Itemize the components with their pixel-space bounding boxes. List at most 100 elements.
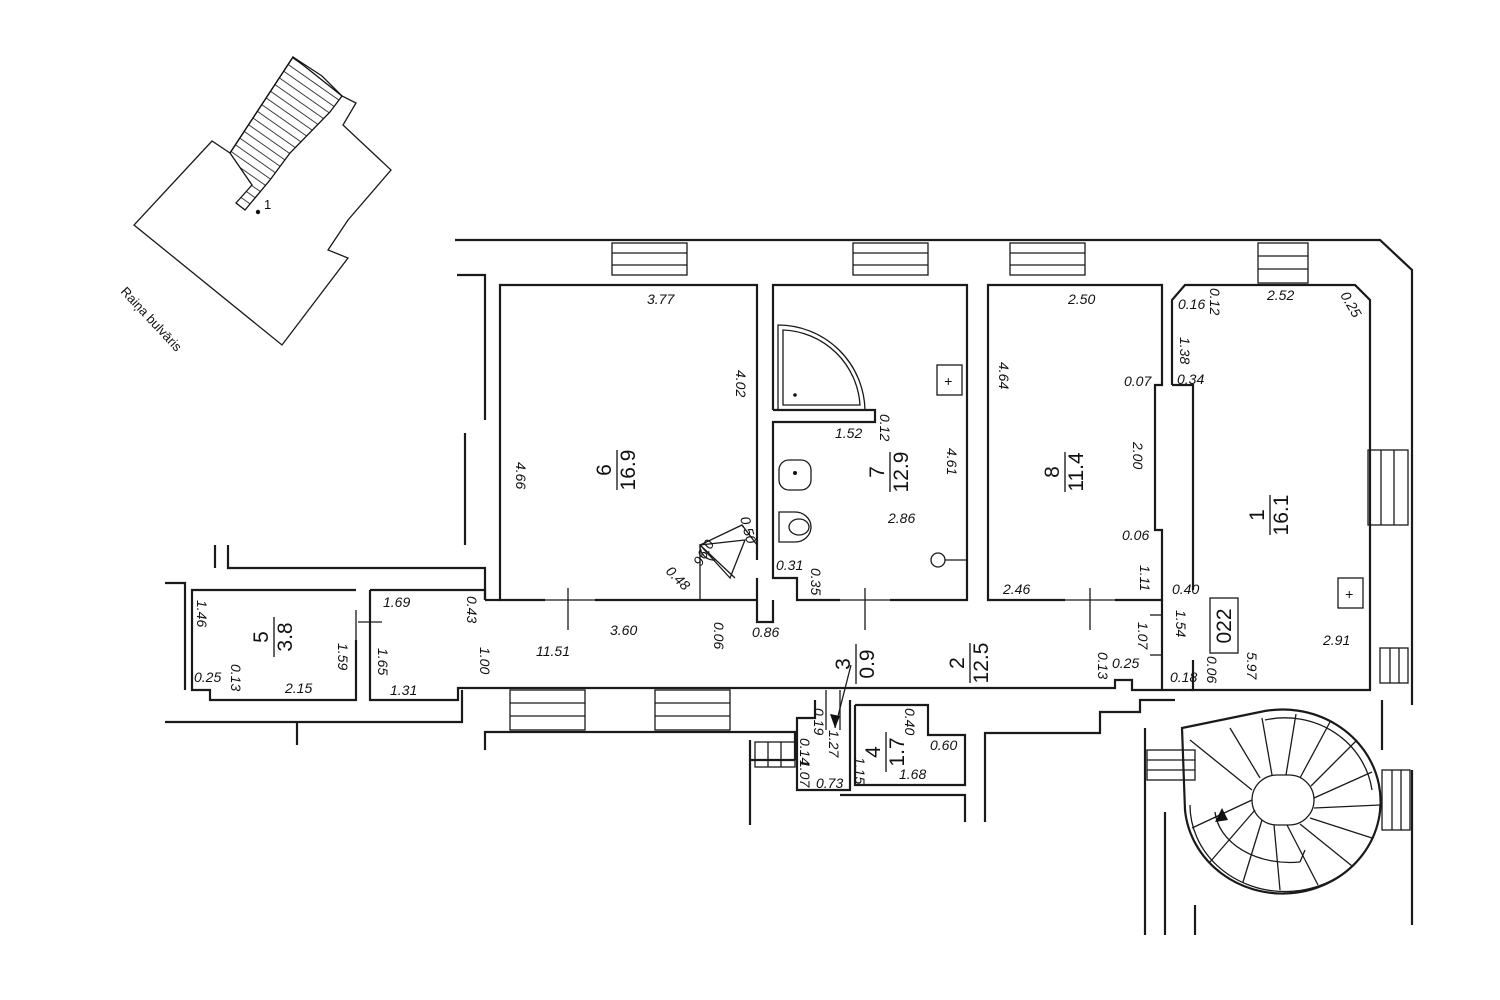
dim-label: 0.07: [1124, 373, 1152, 389]
dim-label: 0.86: [752, 624, 779, 640]
unit-label: 022: [1213, 608, 1236, 643]
washbasin: [778, 459, 812, 491]
spiral-staircase: [1180, 708, 1382, 895]
dim-label: 2.86: [887, 510, 915, 526]
dim-label: 0.12: [1207, 288, 1223, 315]
dim-label: 2.00: [1130, 441, 1146, 469]
window: [852, 242, 929, 276]
dim-label: 0.40: [1172, 581, 1199, 597]
site-marker-label: 1: [264, 197, 271, 212]
window: [1367, 449, 1409, 526]
dim-label: 96.0: [690, 537, 718, 569]
room-6-number: 6: [593, 464, 616, 476]
room-5-number: 5: [250, 631, 273, 643]
window: [509, 689, 586, 731]
dim-label: 4.66: [513, 462, 529, 489]
dim-label: 2.46: [1002, 581, 1030, 597]
window: [1146, 749, 1196, 781]
window: [1379, 647, 1409, 684]
dimensions: 3.77 4.02 4.66 96.0 0.50 0.48 1.52 0.12 …: [194, 287, 1365, 791]
dim-label: 0.50: [737, 515, 760, 546]
dim-label: 3.60: [610, 622, 637, 638]
dim-label: 0.06: [1122, 527, 1149, 543]
svg-text:+: +: [944, 373, 952, 389]
dim-label: 0.13: [1095, 652, 1111, 679]
room-8: [986, 283, 1164, 630]
room-4: [853, 703, 967, 787]
dim-label: 1.27: [826, 730, 842, 758]
room-6-area: 16.9: [617, 450, 640, 491]
dim-label: 1.07: [797, 760, 813, 788]
dim-label: 2.52: [1266, 287, 1294, 303]
sink: [1337, 577, 1364, 609]
room-5: [190, 588, 358, 702]
dim-label: 1.07: [1135, 622, 1151, 650]
room-4-area: 1.7: [886, 737, 909, 766]
dim-label: 1.15: [852, 757, 868, 784]
unit-label-box: [1209, 597, 1239, 654]
svg-text:+: +: [1345, 586, 1353, 602]
room-7: +: [771, 283, 969, 630]
dim-label: 11.51: [536, 643, 570, 659]
room-1-number: 1: [1246, 509, 1269, 521]
dim-label: 0.25: [1337, 289, 1365, 321]
dim-label: 0.19: [811, 708, 827, 735]
dim-label: 1.68: [899, 766, 926, 782]
dim-label: 4.61: [944, 448, 960, 475]
dim-label: 0.40: [902, 708, 918, 735]
dim-label: 1.52: [835, 425, 862, 441]
dim-label: 0.25: [1112, 655, 1139, 671]
dim-label: 1.59: [335, 643, 351, 670]
dim-label: 0.48: [663, 563, 694, 594]
room-3-area: 0.9: [856, 649, 879, 678]
room-2-number: 2: [946, 657, 969, 669]
dim-label: 0.16: [1178, 296, 1205, 312]
site-plan: 1 Raiņa bulvāris: [118, 56, 392, 355]
toilet: [778, 511, 812, 543]
dim-label: 1.46: [194, 600, 210, 627]
stair-well: [1251, 774, 1315, 826]
window: [611, 242, 688, 276]
site-marker-dot: [255, 209, 261, 215]
dim-label: 0.12: [877, 414, 893, 441]
dim-label: 1.65: [375, 648, 391, 675]
dim-label: 1.38: [1177, 337, 1193, 364]
dim-label: 1.11: [1137, 565, 1153, 591]
street-label: Raiņa bulvāris: [118, 284, 185, 355]
room-6: [498, 283, 759, 630]
dim-label: 0.43: [464, 596, 480, 623]
dim-label: 5.97: [1244, 652, 1260, 680]
dim-label: 0.31: [776, 557, 803, 573]
dim-label: 1.31: [390, 682, 417, 698]
dim-label: 0.18: [1170, 669, 1197, 685]
dim-label: 2.91: [1322, 632, 1350, 648]
dim-label: 4.02: [733, 370, 749, 397]
room-7-number: 7: [866, 466, 889, 478]
site-hatched-unit: [229, 56, 343, 211]
room-4-number: 4: [862, 746, 885, 758]
dim-label: 0.06: [1204, 656, 1220, 683]
room-3: [795, 664, 852, 792]
window: [754, 741, 796, 768]
dim-label: 0.06: [711, 622, 727, 649]
drain: [930, 552, 946, 568]
outer-walls: [165, 238, 1414, 935]
window: [1381, 769, 1411, 831]
window: [1009, 242, 1086, 276]
room-labels: 6 16.9 7 12.9 8 11.4 1 16.1 5 3.8 2 12.5: [250, 450, 1293, 772]
dim-label: 2.50: [1067, 291, 1095, 307]
dim-label: 0.13: [228, 664, 244, 691]
dim-label: 1.69: [383, 594, 410, 610]
dim-label: 0.73: [816, 775, 843, 791]
dim-label: 1.54: [1173, 610, 1189, 637]
window: [1257, 242, 1309, 284]
dim-label: 3.77: [647, 291, 675, 307]
dim-label: 2.15: [284, 680, 312, 696]
room-5-area: 3.8: [274, 622, 297, 651]
sink: [936, 364, 963, 396]
dim-label: 0.35: [808, 568, 824, 595]
corner-bathtub: [777, 324, 866, 411]
dim-label: 0.25: [194, 669, 221, 685]
dim-label: 1.00: [477, 647, 493, 674]
